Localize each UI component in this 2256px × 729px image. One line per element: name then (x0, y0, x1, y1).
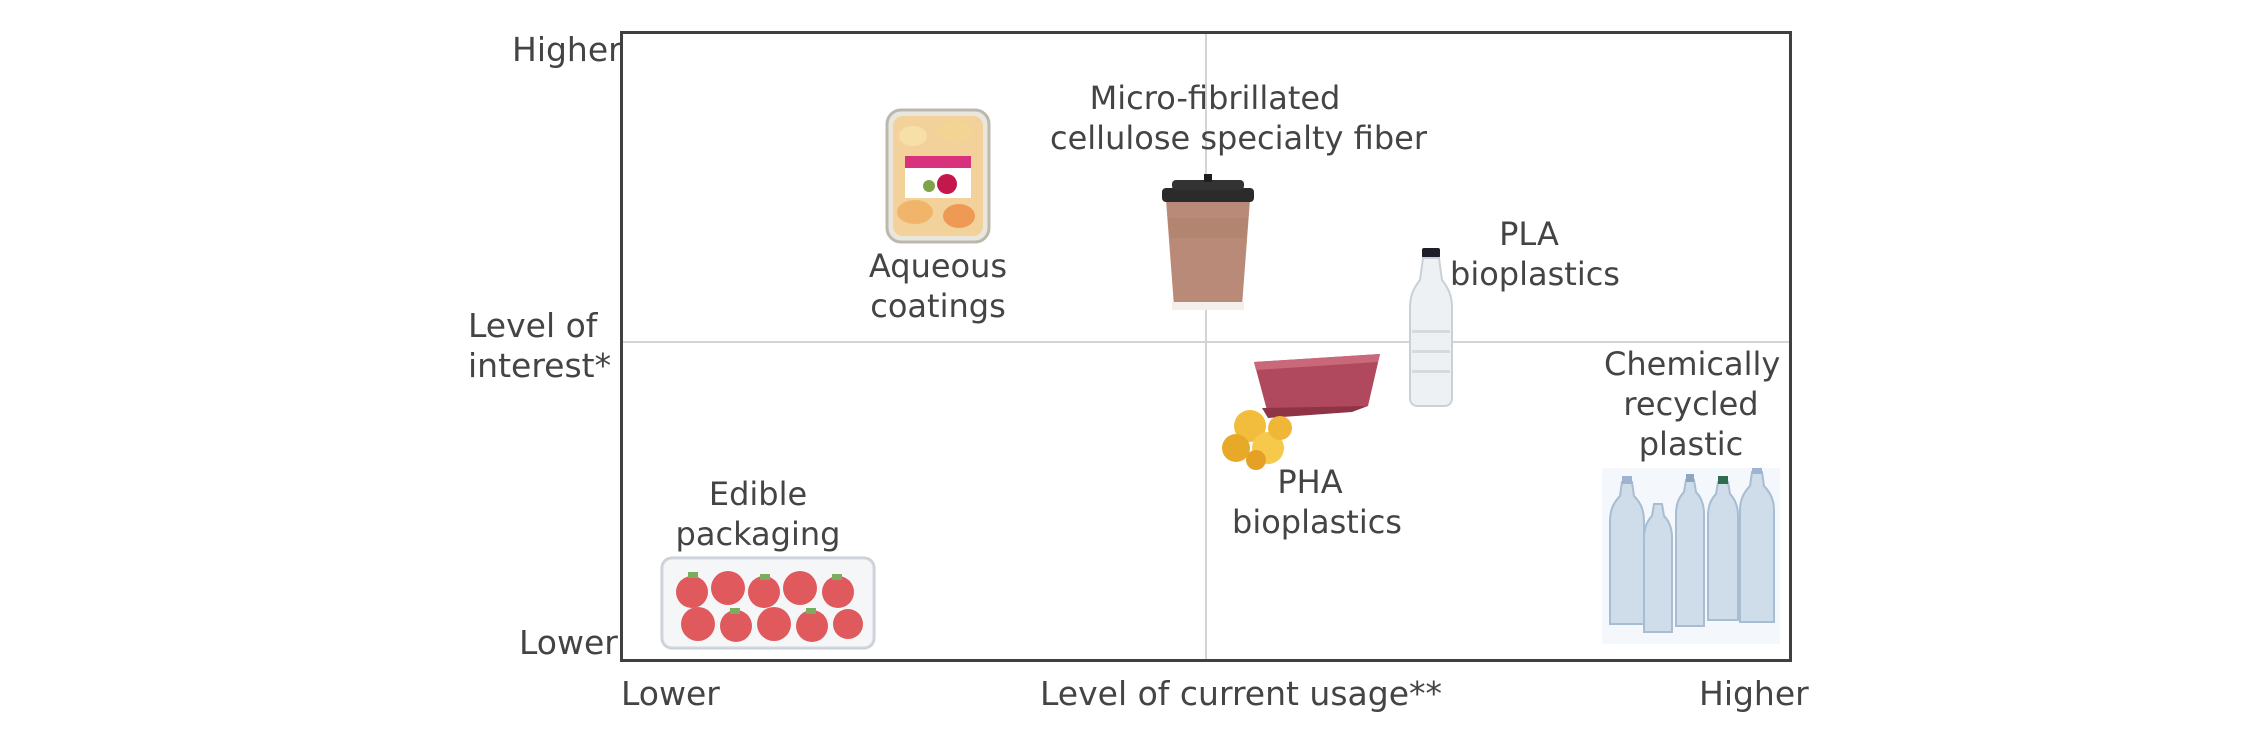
pla-label-line1: PLA (1499, 215, 1559, 253)
coffee-cup-icon (1162, 174, 1254, 310)
x-axis-high-label: Higher (1699, 674, 1809, 713)
vertical-midline (1205, 34, 1207, 659)
pha-label-line1: PHA (1277, 463, 1343, 501)
chip-bag-icon (1222, 354, 1380, 470)
edible-label-line2: packaging (675, 515, 841, 553)
x-axis-low-label: Lower (621, 674, 720, 713)
y-axis-high-label: Higher (512, 30, 622, 69)
chem-label: Chemically recycled plastic (1604, 344, 1781, 464)
y-axis-title-line1: Level of (468, 306, 598, 345)
aqueous-label-line2: coatings (870, 287, 1006, 325)
aqueous-label-line1: Aqueous (868, 247, 1008, 285)
aqueous-label: Aqueous coatings (860, 246, 1016, 326)
pla-label: PLA bioplastics (1450, 214, 1620, 294)
pla-label-line2: bioplastics (1450, 255, 1620, 293)
pha-label-line2: bioplastics (1232, 503, 1402, 541)
chem-label-line1: Chemically (1604, 345, 1781, 383)
chem-label-line3: plastic (1638, 425, 1744, 463)
x-axis-title: Level of current usage** (1040, 674, 1443, 713)
horizontal-midline (623, 341, 1789, 343)
plastic-bottles-icon (1602, 468, 1780, 644)
edible-label-line1: Edible (708, 475, 808, 513)
edible-label: Edible packaging (672, 474, 844, 554)
food-tray-icon (885, 108, 991, 244)
y-axis-title-line2: interest* (468, 346, 612, 385)
matrix-frame (620, 31, 1792, 662)
water-bottle-icon (1409, 248, 1453, 407)
strawberry-container-icon (660, 556, 876, 650)
y-axis-low-label: Lower (519, 623, 618, 662)
mfc-label: Micro-fibrillated cellulose specialty fi… (1050, 78, 1427, 158)
mfc-label-line1: Micro-fibrillated (1089, 79, 1341, 117)
mfc-label-line2: cellulose specialty fiber (1050, 119, 1427, 157)
chem-label-line2: recycled (1623, 385, 1759, 423)
y-axis-title: Level of interest* (468, 306, 611, 386)
pha-label: PHA bioplastics (1232, 462, 1402, 542)
